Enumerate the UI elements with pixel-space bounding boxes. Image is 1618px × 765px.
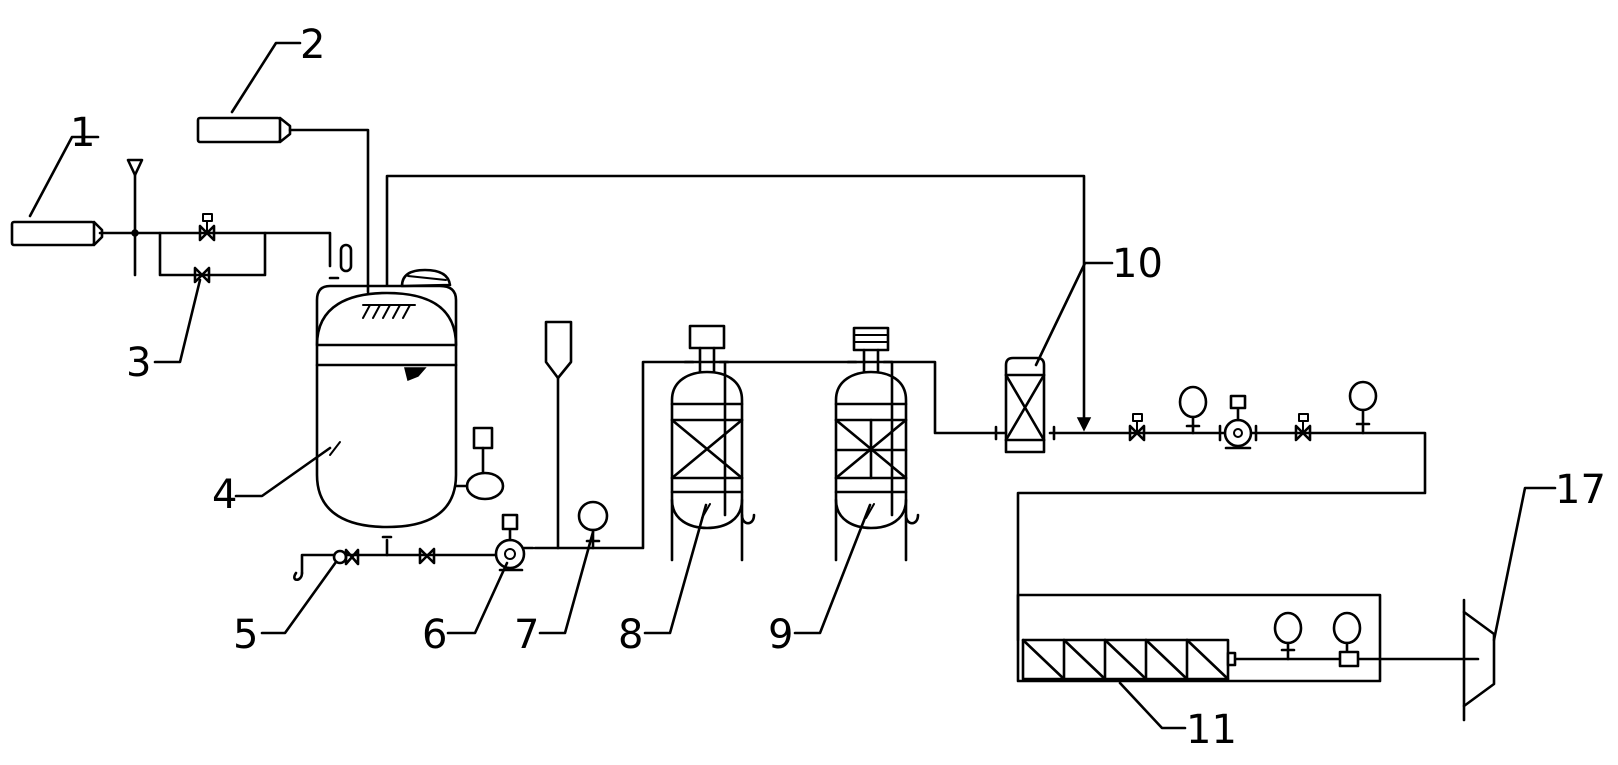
drain-hook-icon <box>293 571 304 582</box>
label-1: 1 <box>70 110 95 156</box>
control-valve-icon <box>198 213 216 242</box>
label-2: 2 <box>300 22 325 68</box>
column-vessel-9 <box>834 326 920 562</box>
skid-valve-b-icon <box>1294 413 1312 442</box>
skid-gauge-a-icon <box>1178 385 1208 435</box>
leader-lines <box>28 41 1557 730</box>
label-3: 3 <box>126 340 151 386</box>
pipelines <box>98 128 1480 661</box>
gas-cylinder-2 <box>196 116 292 144</box>
filter-10 <box>994 356 1056 454</box>
check-valve-icon <box>1076 417 1092 432</box>
column-vessel-8 <box>670 324 756 562</box>
pump-6 <box>494 513 535 572</box>
label-9: 9 <box>768 612 793 658</box>
label-8: 8 <box>618 612 643 658</box>
heater-box-11 <box>1016 593 1382 683</box>
valve-5-icon <box>332 548 360 566</box>
label-10: 10 <box>1112 241 1163 287</box>
bypass-valve-3-icon <box>193 266 211 284</box>
skid-gauge-b-icon <box>1348 380 1378 435</box>
gas-cylinder-1 <box>10 220 104 247</box>
label-4: 4 <box>212 472 237 518</box>
vent-flag-icon <box>126 158 144 177</box>
label-11: 11 <box>1186 707 1237 753</box>
labels: 1 2 3 4 5 6 7 8 9 10 11 17 <box>70 22 1606 753</box>
label-17: 17 <box>1555 467 1606 513</box>
label-5: 5 <box>233 612 258 658</box>
skid-pump-icon <box>1218 394 1258 450</box>
skid-valve-a-icon <box>1128 413 1146 442</box>
dosing-column <box>544 320 573 380</box>
suction-valve-icon <box>418 547 436 565</box>
reactor-vessel-4 <box>315 243 505 539</box>
label-7: 7 <box>514 612 539 658</box>
junction-dot <box>131 229 139 237</box>
label-6: 6 <box>422 612 447 658</box>
pressure-gauge-7 <box>577 500 609 550</box>
outlet-nozzle-17 <box>1462 598 1496 722</box>
